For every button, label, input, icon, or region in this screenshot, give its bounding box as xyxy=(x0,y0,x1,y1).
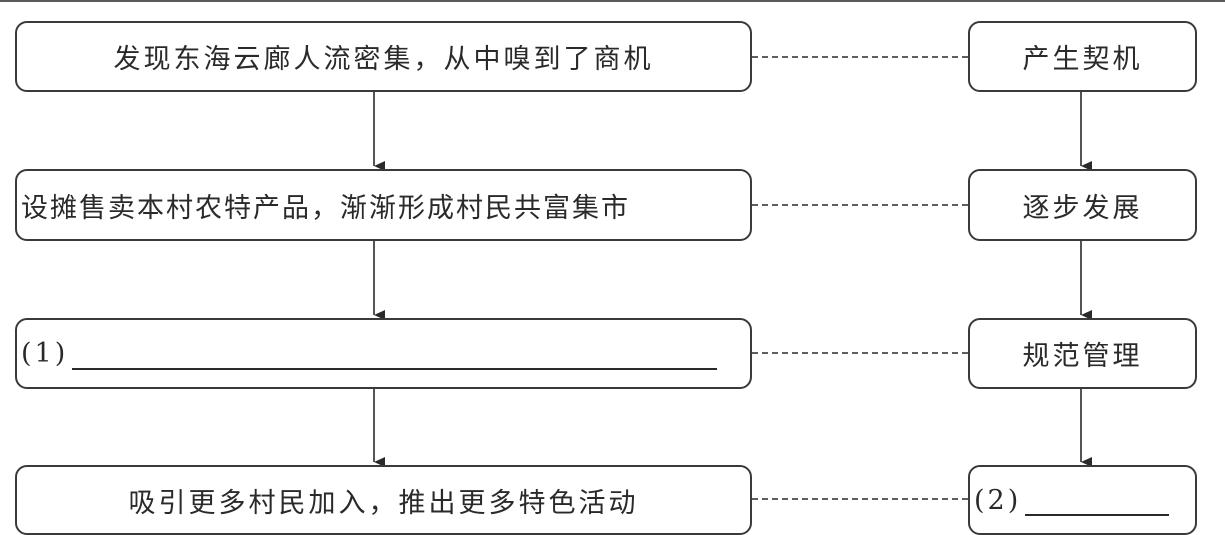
left-box-2: 设摊售卖本村农特产品，渐渐形成村民共富集市 xyxy=(15,169,752,241)
right-box-1: 产生契机 xyxy=(968,21,1197,92)
left-box-3-label: (1) xyxy=(21,338,69,369)
left-box-1-text: 发现东海云廊人流密集，从中嗅到了商机 xyxy=(113,44,654,75)
right-box-3-text: 规范管理 xyxy=(1022,341,1143,372)
right-box-2-text: 逐步发展 xyxy=(1022,192,1143,224)
left-box-1: 发现东海云廊人流密集，从中嗅到了商机 xyxy=(15,21,752,92)
right-box-4-label: (2) xyxy=(974,484,1022,516)
right-box-2: 逐步发展 xyxy=(968,169,1197,241)
right-box-1-text: 产生契机 xyxy=(1022,44,1143,75)
answer-blank-2[interactable] xyxy=(1025,484,1170,516)
left-box-2-text: 设摊售卖本村农特产品，渐渐形成村民共富集市 xyxy=(21,192,630,224)
left-box-4-text: 吸引更多村民加入，推出更多特色活动 xyxy=(128,487,639,519)
top-rule xyxy=(0,0,1225,2)
right-box-4: (2) xyxy=(968,465,1197,535)
answer-blank-1[interactable] xyxy=(72,338,718,370)
right-box-3: 规范管理 xyxy=(968,318,1197,389)
left-box-3: (1) xyxy=(15,318,752,389)
left-box-4: 吸引更多村民加入，推出更多特色活动 xyxy=(15,465,752,535)
